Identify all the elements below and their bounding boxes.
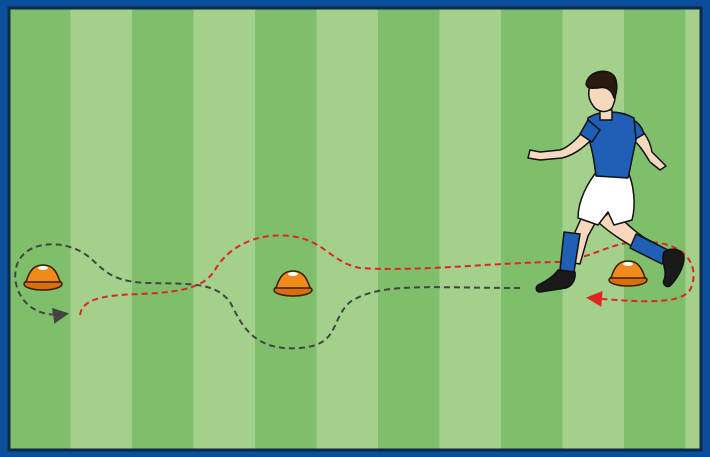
pitch-stripe bbox=[317, 8, 379, 450]
pitch-stripe bbox=[194, 8, 256, 450]
pitch-stripe bbox=[440, 8, 502, 450]
pitch-stripe bbox=[255, 8, 317, 450]
pitch-stripe bbox=[9, 8, 71, 450]
pitch-stripe bbox=[378, 8, 440, 450]
pitch-stripe bbox=[71, 8, 133, 450]
pitch-stripe bbox=[501, 8, 563, 450]
pitch-stripe bbox=[686, 8, 702, 450]
pitch-stripe bbox=[132, 8, 194, 450]
